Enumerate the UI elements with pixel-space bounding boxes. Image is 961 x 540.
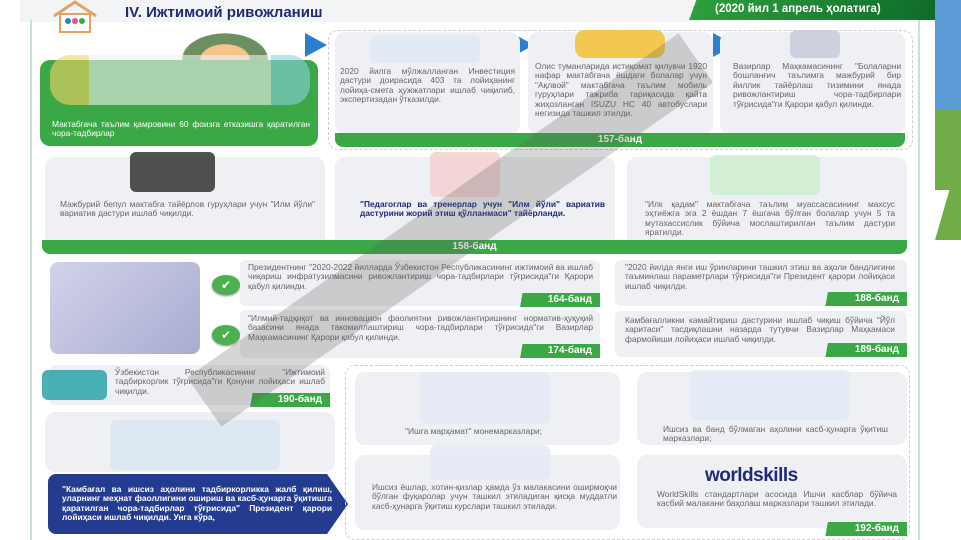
check-icon: ✔ (212, 275, 240, 295)
decree-card (48, 474, 348, 534)
date-banner (675, 0, 935, 20)
people-magnifier-illustration (430, 445, 550, 480)
hero-text: Мактабгача таълим қамровини 60 фоизга ет… (52, 119, 310, 139)
page-title: IV. Ижтимоий ривожланиш (125, 4, 323, 21)
book-illustration (50, 262, 200, 354)
row4-text-4: WorldSkills стандартлари асосида Ишчи ка… (657, 489, 897, 509)
row2-text-2: "Педагоглар ва тренерлар учун "Илм йўли"… (360, 199, 605, 219)
band-174: 174-банд (505, 344, 600, 358)
decree-text: "Камбағал ва ишсиз аҳолини тадбиркорликк… (62, 484, 332, 523)
document-illustration (790, 30, 840, 58)
row1-text-2: Олис туманларида истиқомат қилувчи 1920 … (535, 61, 707, 119)
business-people-illustration (110, 420, 280, 470)
row2-text-1: Мажбурий бепул мактабга тайёрлов гуруҳла… (60, 199, 315, 219)
row2-text-3: "Илк қадам" мактабгача таълим муассасаси… (645, 199, 895, 238)
kids-illustration (50, 55, 310, 105)
row1-text-3: Вазирлар Маҳкамасининг "Болаларни бошлан… (733, 61, 901, 109)
worldskills-logo: worldskills (705, 465, 798, 486)
band-189: 189-банд (810, 343, 907, 357)
date-label: (2020 йил 1 апрель ҳолатига) (715, 3, 881, 15)
law-book-illustration (42, 370, 107, 400)
band-188: 188-банд (810, 292, 907, 306)
row4-text-2: Ишсиз ва банд бўлмаган аҳолини касб-ҳуна… (663, 424, 888, 444)
law-text: Ўзбекистон Республикасининг "Ижтимоий та… (115, 367, 325, 396)
row4-text-3: Ишсиз ёшлар, хотин-қизлар ҳамда ўз малак… (372, 482, 617, 511)
arrow-icon (305, 33, 327, 57)
investment-illustration (370, 35, 480, 63)
band-192: 192-банд (810, 522, 907, 536)
band-190: 190-банд (235, 393, 330, 407)
row4-card-4 (637, 455, 907, 528)
row3-text-3: "2020 йилда янги иш ўринларини ташкил эт… (625, 262, 895, 291)
band-164: 164-банд (505, 293, 600, 307)
side-strip-blue (935, 0, 961, 110)
job-center-illustration (420, 372, 550, 424)
training-illustration (690, 370, 850, 420)
row1-text-1: 2020 йилга мўлжалланган Инвестиция дасту… (340, 66, 515, 105)
band-157: 157-банд (335, 133, 905, 147)
check-icon: ✔ (212, 325, 240, 345)
side-triangle (935, 150, 961, 240)
row3-text-2: "Илмий-тадқиқот ва инновацион фаолиятни … (248, 313, 593, 342)
blackboard-illustration (130, 152, 215, 192)
main-frame (30, 20, 920, 540)
kids-table-illustration (710, 155, 820, 195)
bus-illustration (575, 30, 665, 58)
house-icon (50, 0, 100, 34)
band-158: 158-банд (42, 240, 907, 254)
row4-text-1: "Ишга марҳамат" монемарказлари; (405, 426, 542, 436)
row3-text-4: Камбағалликни камайтириш дастурини ишлаб… (625, 315, 895, 344)
teacher-kids-illustration (430, 152, 500, 197)
row3-text-1: Президентнинг "2020-2022 йилларда Ўзбеки… (248, 262, 593, 291)
